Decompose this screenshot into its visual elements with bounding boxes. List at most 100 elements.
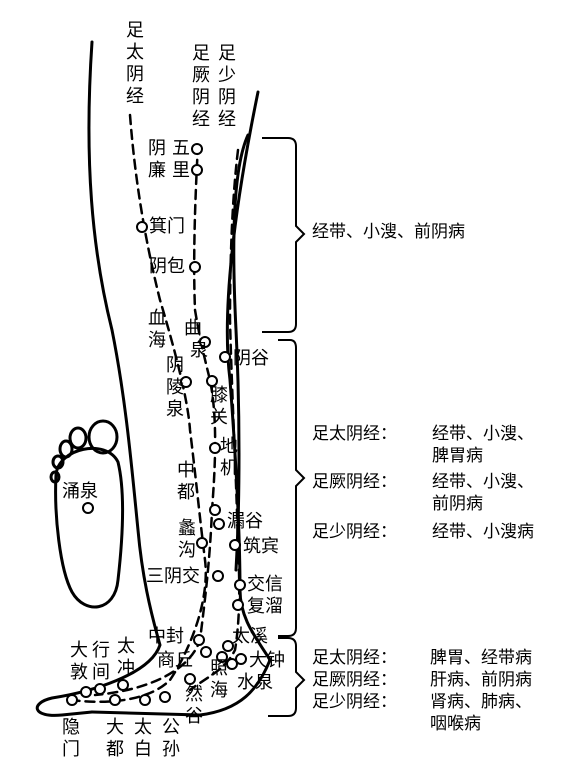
indication-middle-kidney-line1: 经带、小溲病 xyxy=(432,522,534,542)
label-yinlingquan-c: 泉 xyxy=(166,399,184,420)
point-zhongfeng xyxy=(193,634,205,646)
label-yongquan: 涌泉 xyxy=(62,481,98,502)
point-taichong xyxy=(117,679,129,691)
label-shuiquan: 水泉 xyxy=(237,672,273,693)
point-fuliu xyxy=(232,599,244,611)
point-xingjian xyxy=(94,683,106,695)
label-liver-meridian: 足厥阴经 xyxy=(192,43,210,130)
point-yinlingquan xyxy=(180,376,192,388)
toe-4 xyxy=(51,454,65,470)
point-taibai xyxy=(139,694,151,706)
toe-big xyxy=(87,419,119,455)
point-xiguan xyxy=(206,375,218,387)
label-yinlingquan-b: 陵 xyxy=(166,377,184,398)
label-dadun-b: 敦 xyxy=(70,662,88,683)
label-rangu-a: 然 xyxy=(185,684,203,705)
leg-left-outline xyxy=(35,40,162,717)
label-taixi: 太溪 xyxy=(232,626,268,647)
point-zhubin xyxy=(229,539,241,551)
label-lougu: 漏谷 xyxy=(227,511,263,532)
point-ligou xyxy=(196,537,208,549)
label-taichong-a: 太 xyxy=(117,636,135,657)
point-diji xyxy=(209,442,221,454)
label-ligou-a: 蠡 xyxy=(178,518,196,539)
label-gongsun: 公孙 xyxy=(162,717,180,760)
indication-lower-liver-meridian: 足厥阴经： xyxy=(312,670,397,690)
label-yinbao: 阴包 xyxy=(149,256,185,277)
liver-meridian-line xyxy=(93,143,217,697)
label-yinbai-c: 门 xyxy=(62,739,80,760)
indication-middle-liver-line1: 经带、小溲、 xyxy=(432,472,534,492)
label-ququan-a: 曲 xyxy=(184,318,202,339)
point-dadu xyxy=(109,694,121,706)
kidney-meridian-line xyxy=(188,148,241,692)
label-jiaoxin: 交信 xyxy=(247,574,283,595)
label-ligou-b: 沟 xyxy=(178,540,196,561)
label-sanyinjiao: 三阴交 xyxy=(146,566,200,587)
point-dazhong xyxy=(235,653,247,665)
indication-middle-spleen-line2: 脾胃病 xyxy=(432,446,483,466)
label-xiguan: 膝关 xyxy=(210,385,228,428)
label-shangqiu: 商丘 xyxy=(157,650,193,671)
bracket-middle xyxy=(278,339,306,637)
label-xingjian-a: 行 xyxy=(92,640,110,661)
label-taibai: 太白 xyxy=(134,717,152,760)
point-wuli xyxy=(191,164,203,176)
spleen-meridian-line xyxy=(70,113,207,704)
indication-middle-liver-line2: 前阴病 xyxy=(432,494,483,514)
leg-front-contour xyxy=(232,133,250,572)
point-yinlian xyxy=(191,143,203,155)
label-wuli: 五里 xyxy=(172,138,190,181)
label-kidney-meridian: 足少阴经 xyxy=(218,43,236,130)
point-shangqiu xyxy=(200,646,212,658)
label-xuehai-b: 海 xyxy=(148,330,166,351)
indication-lower-spleen-text: 脾胃、经带病 xyxy=(430,648,532,668)
label-dadun-a: 大 xyxy=(70,640,88,661)
label-xuehai-a: 血 xyxy=(148,308,166,329)
indication-lower-kidney-text2: 咽喉病 xyxy=(430,714,481,734)
point-sanyinjiao xyxy=(212,570,224,582)
label-jimen: 箕门 xyxy=(149,216,185,237)
toe-3 xyxy=(58,439,74,459)
indication-middle-spleen-meridian: 足太阴经： xyxy=(312,424,397,444)
label-taichong-b: 冲 xyxy=(117,658,135,679)
label-fuliu: 复溜 xyxy=(247,596,283,617)
label-zhubin: 筑宾 xyxy=(243,536,279,557)
toe-2 xyxy=(68,426,88,450)
label-ququan-b: 泉 xyxy=(190,340,208,361)
indication-lower-liver-text: 肝病、前阴病 xyxy=(430,670,532,690)
label-zhongdu-a: 中 xyxy=(177,460,195,481)
foot-sole-outline xyxy=(54,446,125,609)
bracket-upper xyxy=(262,137,306,333)
point-shuiquan xyxy=(226,658,238,670)
point-zhongdu xyxy=(209,504,221,516)
indication-lower-kidney-meridian: 足少阴经： xyxy=(312,692,397,712)
point-jiaoxin xyxy=(234,579,246,591)
label-xingjian-b: 间 xyxy=(92,662,110,683)
indication-middle-kidney-meridian: 足少阴经： xyxy=(312,522,397,542)
point-yinbai xyxy=(66,694,78,706)
point-rangu xyxy=(184,673,196,685)
indication-middle-spleen-line1: 经带、小溲、 xyxy=(432,424,534,444)
point-lougu xyxy=(213,518,225,530)
point-ququan xyxy=(199,336,211,348)
label-yingu: 阴谷 xyxy=(233,348,269,369)
point-jimen xyxy=(136,221,148,233)
label-spleen-meridian: 足太阴经 xyxy=(126,20,144,107)
label-rangu-b: 谷 xyxy=(185,706,203,727)
label-yinlingquan-a: 阴 xyxy=(166,355,184,376)
label-diji: 地机 xyxy=(220,436,238,479)
point-yinbao xyxy=(189,261,201,273)
label-zhaohai: 照海 xyxy=(210,658,228,701)
indication-upper: 经带、小溲、前阴病 xyxy=(312,222,465,242)
toe-5 xyxy=(49,470,61,484)
label-yinbai-a: 隐 xyxy=(62,717,80,738)
label-zhongfeng: 中封 xyxy=(148,626,184,647)
point-dadun xyxy=(80,686,92,698)
indication-lower-spleen-meridian: 足太阴经： xyxy=(312,648,397,668)
point-gongsun xyxy=(159,691,171,703)
point-taixi xyxy=(222,640,234,652)
point-zhaohai xyxy=(216,651,228,663)
